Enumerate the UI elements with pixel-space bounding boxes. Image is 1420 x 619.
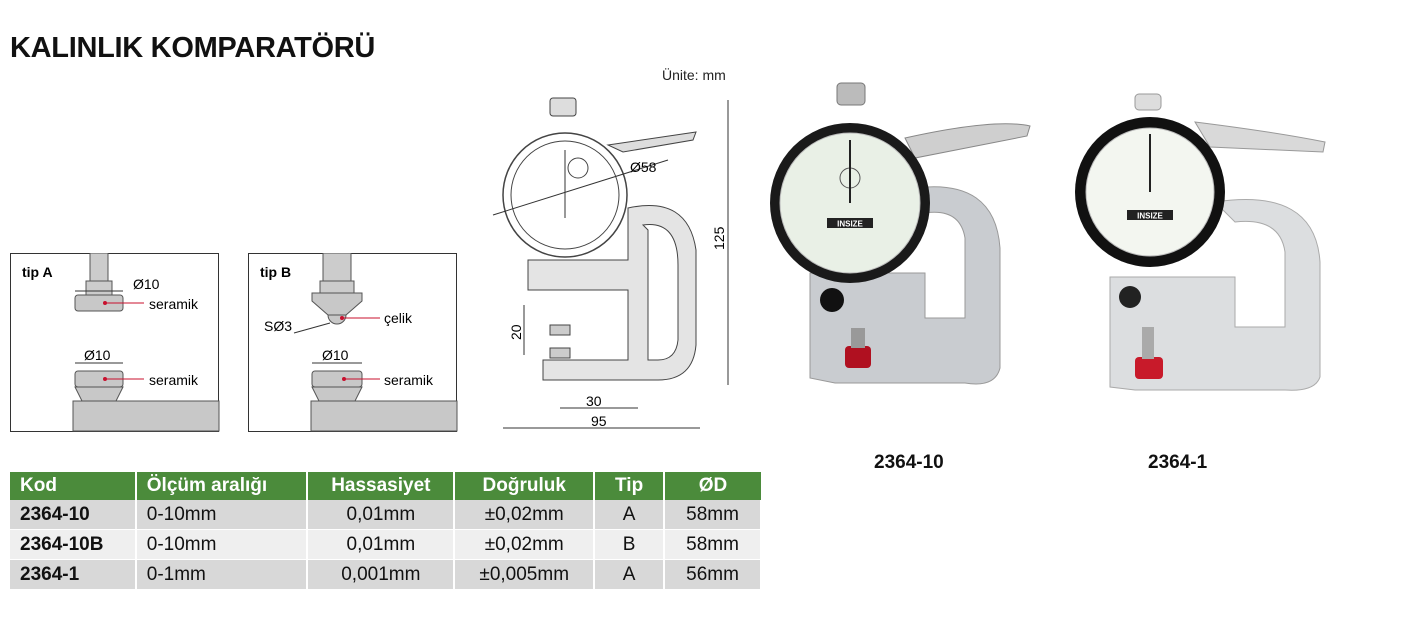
cell-accuracy: ±0,02mm	[454, 500, 596, 530]
tip-b-diagram: tip B çelik SØ3 Ø10 seramik	[248, 253, 458, 432]
product-photo-2364-10: INSIZE	[770, 82, 1031, 385]
brand-logo-2364-1: INSIZE	[1137, 212, 1163, 221]
tip-a-label: tip A	[22, 264, 53, 280]
tip-b-material-bottom: seramik	[384, 372, 434, 388]
cell-diameter: 58mm	[664, 529, 762, 560]
table-row: 2364-10B 0-10mm 0,01mm ±0,02mm B 58mm	[10, 529, 762, 560]
cell-resolution: 0,01mm	[307, 529, 456, 560]
brand-logo-2364-10: INSIZE	[837, 220, 863, 229]
tip-b-label: tip B	[260, 264, 291, 280]
table-row: 2364-1 0-1mm 0,001mm ±0,005mm A 56mm	[10, 559, 762, 590]
gap-dim-label: 20	[508, 324, 524, 340]
width-dim-label: 95	[591, 413, 607, 429]
header-od: ØD	[664, 472, 761, 500]
cell-tip: A	[594, 500, 666, 530]
cell-diameter: 56mm	[664, 559, 762, 590]
cell-resolution: 0,01mm	[307, 500, 456, 530]
cell-accuracy: ±0,005mm	[454, 559, 596, 590]
tip-b-dim-bottom: Ø10	[322, 347, 349, 363]
product-caption-2364-10: 2364-10	[874, 452, 944, 473]
cell-range: 0-1mm	[135, 559, 309, 590]
cell-range: 0-10mm	[135, 500, 309, 530]
unit-label: Ünite: mm	[662, 67, 726, 83]
tip-a-dim-top: Ø10	[133, 276, 160, 292]
cell-tip: A	[594, 559, 666, 590]
header-hassasiyet: Hassasiyet	[307, 472, 456, 500]
cell-diameter: 58mm	[664, 500, 762, 530]
tip-b-material-top: çelik	[384, 310, 413, 326]
cell-kod: 2364-10B	[10, 529, 137, 560]
table-header-row: Kod Ölçüm aralığı Hassasiyet Doğruluk Ti…	[10, 472, 761, 500]
height-dim-label: 125	[711, 226, 727, 250]
cell-range: 0-10mm	[135, 529, 309, 560]
cell-kod: 2364-10	[10, 500, 137, 530]
cell-tip: B	[594, 529, 666, 560]
cell-accuracy: ±0,02mm	[454, 529, 596, 560]
header-tip: Tip	[594, 472, 666, 500]
tip-b-sphere: SØ3	[264, 318, 292, 334]
throat-dim-label: 30	[586, 393, 602, 409]
product-photo-2364-1: INSIZE	[1075, 93, 1326, 391]
tip-a-diagram: tip A Ø10 seramik Ø10 seramik	[10, 253, 220, 432]
spec-table: Kod Ölçüm aralığı Hassasiyet Doğruluk Ti…	[10, 472, 762, 590]
header-kod: Kod	[10, 472, 137, 500]
product-caption-2364-1: 2364-1	[1148, 452, 1208, 473]
technical-drawing: Ø58 20 125 30 95	[492, 97, 729, 429]
header-olcum-araligi: Ölçüm aralığı	[135, 472, 309, 500]
tip-a-material-bottom: seramik	[149, 372, 199, 388]
tip-a-dim-bottom: Ø10	[84, 347, 111, 363]
dial-diameter-label: Ø58	[630, 159, 657, 175]
header-dogruluk: Doğruluk	[454, 472, 596, 500]
table-row: 2364-10 0-10mm 0,01mm ±0,02mm A 58mm	[10, 500, 762, 530]
tip-a-material-top: seramik	[149, 296, 199, 312]
page-title: KALINLIK KOMPARATÖRÜ	[10, 32, 376, 64]
cell-resolution: 0,001mm	[307, 559, 456, 590]
cell-kod: 2364-1	[10, 559, 137, 590]
